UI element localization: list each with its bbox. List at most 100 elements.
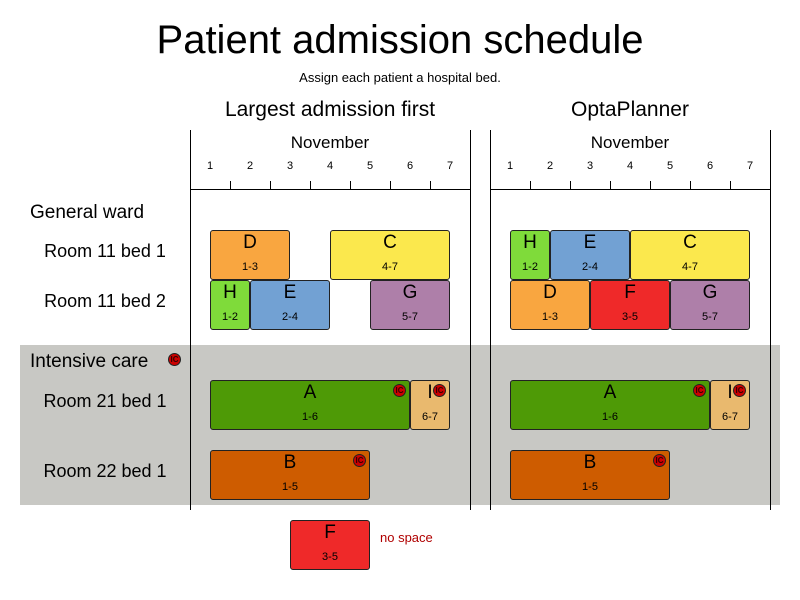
day-tick	[350, 181, 351, 189]
booking-letter: A	[603, 382, 617, 403]
group-label-general-ward: General ward	[30, 202, 145, 223]
panel-left-border-right	[470, 130, 471, 510]
booking-letter: H	[223, 282, 237, 303]
day-tick	[310, 181, 311, 189]
booking-range: 1-2	[522, 261, 538, 273]
booking-block[interactable]: B 1-5 IC	[210, 450, 370, 500]
booking-block[interactable]: H 1-2	[510, 230, 550, 280]
panel-right-axis	[490, 189, 771, 190]
booking-block[interactable]: E 2-4	[250, 280, 330, 330]
booking-range: 4-7	[682, 261, 698, 273]
booking-block[interactable]: D 1-3	[510, 280, 590, 330]
day-tick	[650, 181, 651, 189]
day-tick	[230, 181, 231, 189]
day-tick	[430, 181, 431, 189]
day-label: 7	[446, 160, 454, 172]
day-label: 5	[366, 160, 374, 172]
booking-range: 4-7	[382, 261, 398, 273]
booking-range: 5-7	[702, 311, 718, 323]
ic-badge-icon: IC	[433, 384, 446, 397]
panel-title-right: OptaPlanner	[571, 98, 689, 121]
ic-badge-icon: IC	[353, 454, 366, 467]
day-label: 2	[546, 160, 554, 172]
day-label: 4	[626, 160, 634, 172]
panel-left-border-left	[190, 130, 191, 510]
booking-letter: F	[324, 522, 336, 543]
ic-badge-icon: IC	[168, 353, 181, 366]
booking-block[interactable]: A 1-6 IC	[510, 380, 710, 430]
booking-letter: B	[583, 452, 597, 473]
booking-block[interactable]: G 5-7	[670, 280, 750, 330]
booking-range: 1-6	[302, 411, 318, 423]
panel-right-border-left	[490, 130, 491, 510]
booking-block[interactable]: G 5-7	[370, 280, 450, 330]
booking-block[interactable]: B 1-5 IC	[510, 450, 670, 500]
booking-letter: D	[543, 282, 557, 303]
booking-letter: G	[702, 282, 718, 303]
booking-letter: I	[427, 382, 433, 403]
booking-range: 1-5	[582, 481, 598, 493]
day-label: 2	[246, 160, 254, 172]
panel-left-axis	[190, 189, 471, 190]
day-tick	[270, 181, 271, 189]
room-label: Room 21 bed 1	[43, 391, 167, 411]
day-label: 1	[206, 160, 214, 172]
day-label: 4	[326, 160, 334, 172]
booking-range: 3-5	[622, 311, 638, 323]
booking-block[interactable]: I 6-7 IC	[710, 380, 750, 430]
ic-badge-icon: IC	[393, 384, 406, 397]
booking-range: 3-5	[322, 551, 338, 563]
panel-title-left: Largest admission first	[224, 98, 436, 121]
day-label: 3	[586, 160, 594, 172]
booking-block[interactable]: C 4-7	[330, 230, 450, 280]
booking-block[interactable]: H 1-2	[210, 280, 250, 330]
booking-block[interactable]: I 6-7 IC	[410, 380, 450, 430]
day-label: 1	[506, 160, 514, 172]
booking-block[interactable]: D 1-3	[210, 230, 290, 280]
booking-letter: F	[624, 282, 636, 303]
booking-range: 6-7	[422, 411, 438, 423]
booking-block[interactable]: C 4-7	[630, 230, 750, 280]
booking-letter: C	[683, 232, 697, 253]
booking-range: 6-7	[722, 411, 738, 423]
day-label: 7	[746, 160, 754, 172]
day-tick	[690, 181, 691, 189]
day-label: 3	[286, 160, 294, 172]
ic-badge-icon: IC	[693, 384, 706, 397]
month-label-left: November	[290, 133, 370, 152]
day-tick	[390, 181, 391, 189]
booking-letter: B	[283, 452, 297, 473]
booking-letter: H	[523, 232, 537, 253]
booking-range: 1-3	[242, 261, 258, 273]
booking-letter: A	[303, 382, 317, 403]
booking-letter: E	[283, 282, 297, 303]
booking-range: 1-3	[542, 311, 558, 323]
booking-block[interactable]: A 1-6 IC	[210, 380, 410, 430]
unassigned-booking-block[interactable]: F 3-5	[290, 520, 370, 570]
booking-range: 1-5	[282, 481, 298, 493]
booking-range: 1-2	[222, 311, 238, 323]
day-tick	[570, 181, 571, 189]
room-label: Room 11 bed 1	[44, 241, 166, 261]
booking-block[interactable]: F 3-5	[590, 280, 670, 330]
day-label: 6	[406, 160, 414, 172]
group-label-intensive-care: Intensive care	[30, 351, 149, 372]
booking-letter: I	[727, 382, 733, 403]
day-tick	[730, 181, 731, 189]
ic-badge-icon: IC	[733, 384, 746, 397]
no-space-warning: no space	[380, 530, 433, 545]
booking-range: 1-6	[602, 411, 618, 423]
room-label: Room 11 bed 2	[44, 291, 166, 311]
day-label: 5	[666, 160, 674, 172]
panel-right-border-right	[770, 130, 771, 510]
booking-letter: C	[383, 232, 397, 253]
booking-block[interactable]: E 2-4	[550, 230, 630, 280]
booking-range: 5-7	[402, 311, 418, 323]
booking-letter: E	[583, 232, 597, 253]
month-label-right: November	[590, 133, 670, 152]
booking-letter: D	[243, 232, 257, 253]
day-tick	[530, 181, 531, 189]
page-subtitle: Assign each patient a hospital bed.	[299, 70, 501, 85]
booking-letter: G	[402, 282, 418, 303]
day-label: 6	[706, 160, 714, 172]
